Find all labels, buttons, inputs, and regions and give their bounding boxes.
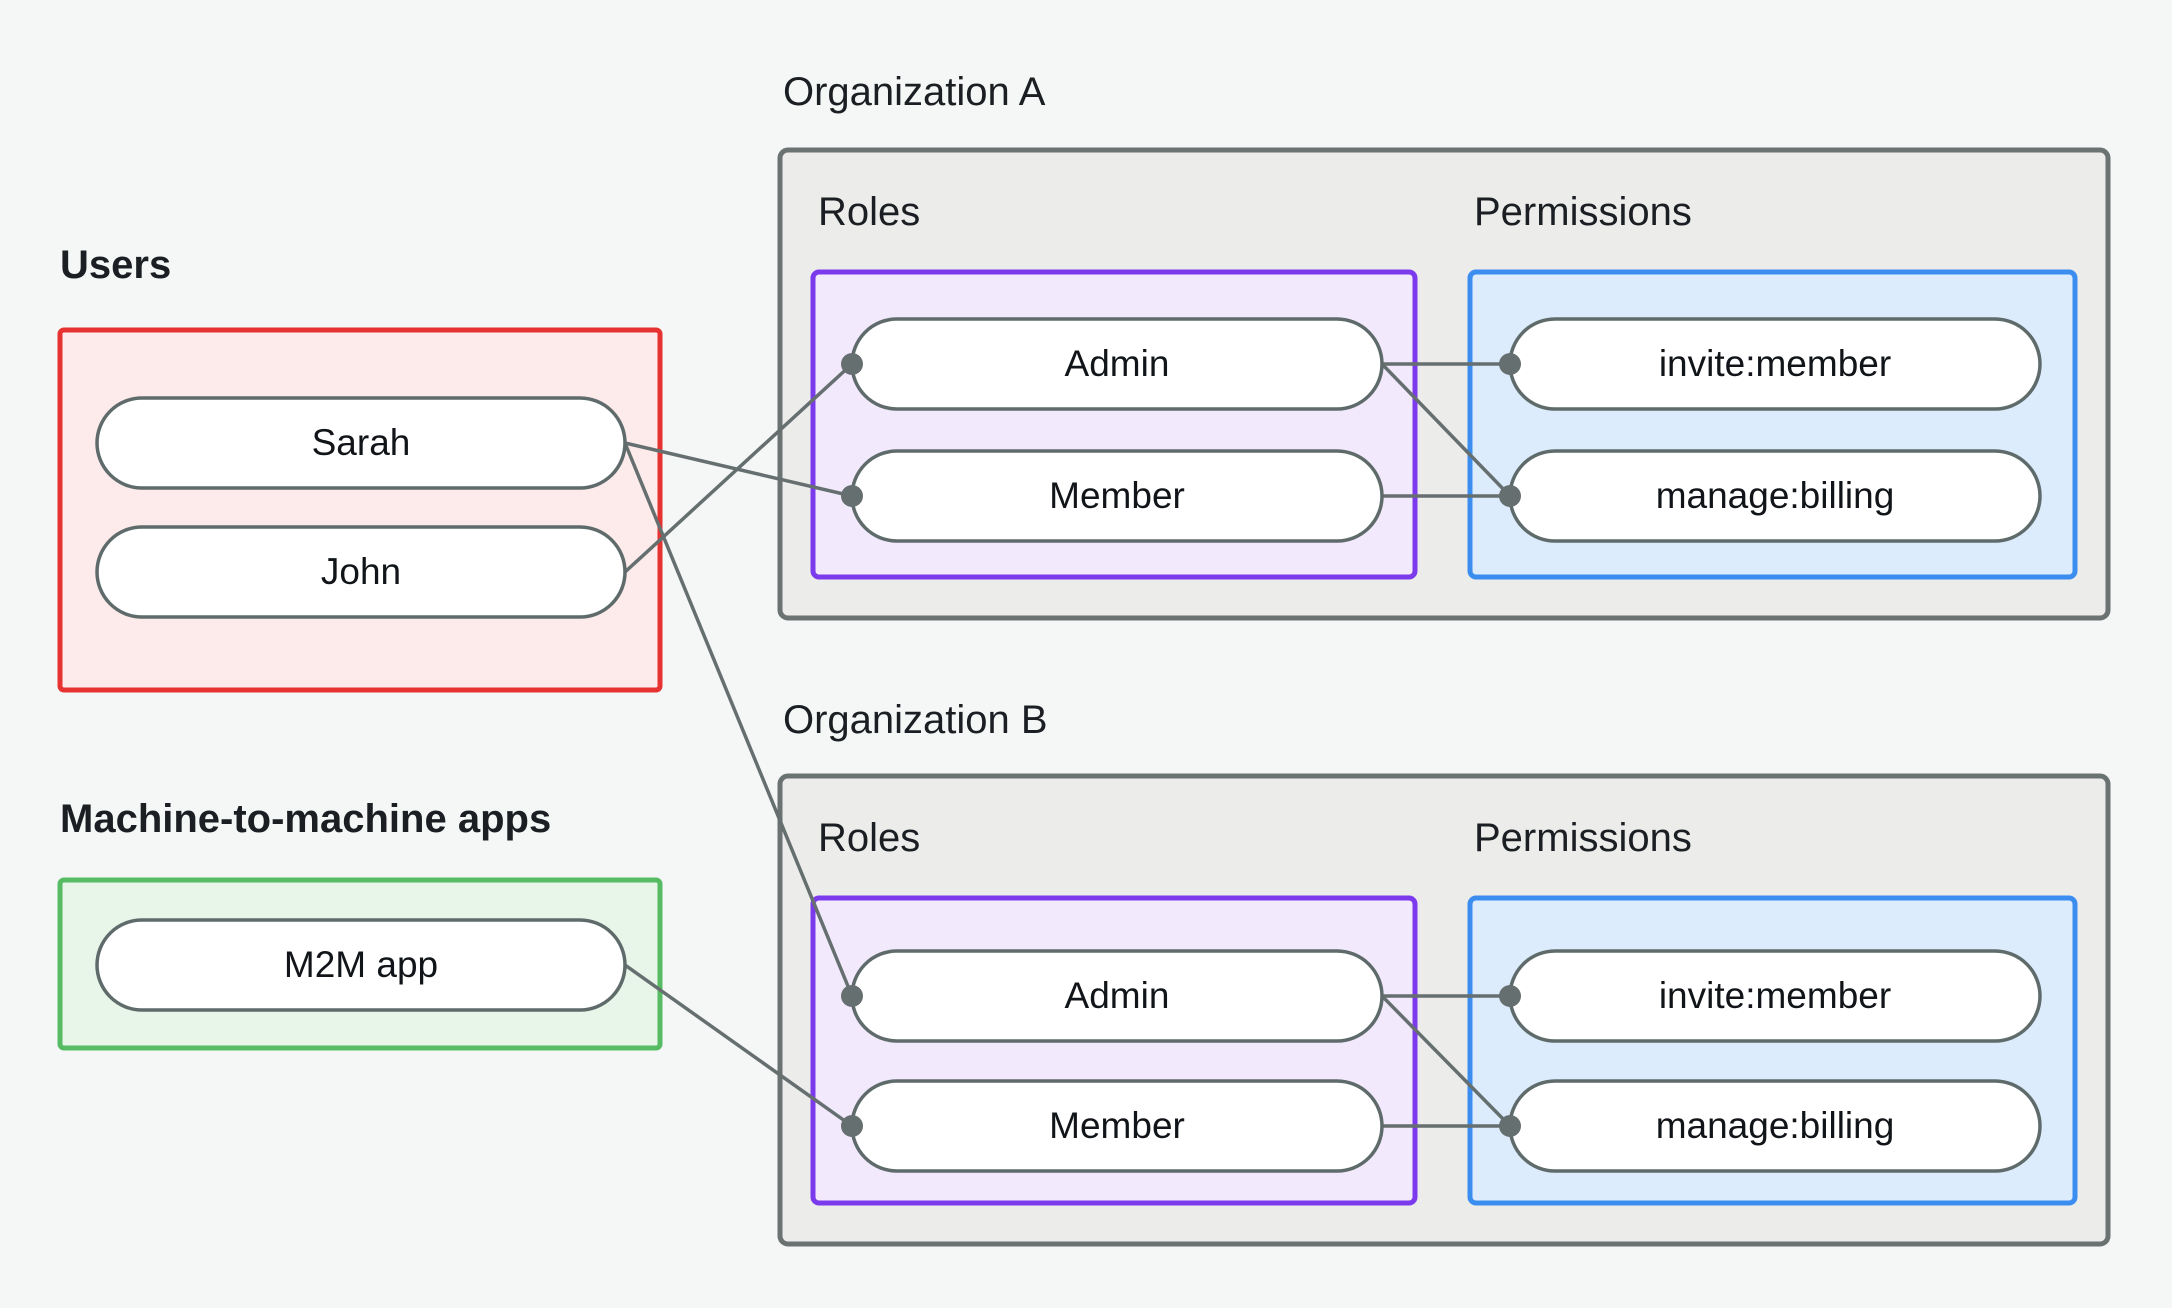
node-org-a-manage-billing-label: manage:billing	[1656, 475, 1895, 516]
endpoint-dot-org-a-admin	[841, 353, 863, 375]
org-a-title: Organization A	[783, 70, 1046, 114]
node-john-label: John	[321, 551, 401, 592]
node-m2m-app-shape[interactable]	[95, 918, 627, 1012]
m2m-title: Machine-to-machine apps	[60, 797, 551, 841]
edge-m2m-to-org-b-member	[623, 963, 854, 1128]
edge-john-to-org-a-admin	[623, 362, 854, 574]
org-b-roles-title: Roles	[818, 816, 920, 860]
connection-endpoints	[841, 353, 1521, 1137]
node-org-a-member[interactable]: Member	[850, 449, 1384, 543]
users-nodes: Sarah John	[95, 396, 627, 619]
node-sarah[interactable]: Sarah	[95, 396, 627, 490]
org-b-permissions-nodes: invite:member manage:billing	[1508, 949, 2042, 1173]
node-sarah-shape[interactable]	[95, 396, 627, 490]
node-org-b-invite-member-label: invite:member	[1659, 975, 1891, 1016]
org-a-permissions-title: Permissions	[1474, 190, 1692, 234]
org-b-permissions-title: Permissions	[1474, 816, 1692, 860]
endpoint-dot-org-a-invite-member	[1499, 353, 1521, 375]
org-b-roles-nodes: Admin Member	[850, 949, 1384, 1173]
connection-edges	[623, 362, 1512, 1128]
users-container	[57, 327, 663, 693]
node-org-b-manage-billing[interactable]: manage:billing	[1508, 1079, 2042, 1173]
endpoint-dot-org-b-member	[841, 1115, 863, 1137]
node-org-b-admin[interactable]: Admin	[850, 949, 1384, 1043]
node-org-b-invite-member[interactable]: invite:member	[1508, 949, 2042, 1043]
node-m2m-app[interactable]: M2M app	[95, 918, 627, 1012]
endpoint-dot-org-a-manage-billing	[1499, 485, 1521, 507]
node-org-a-invite-member-label: invite:member	[1659, 343, 1891, 384]
node-john[interactable]: John	[95, 525, 627, 619]
m2m-nodes: M2M app	[95, 918, 627, 1012]
users-title: Users	[60, 243, 171, 287]
org-a-roles-title: Roles	[818, 190, 920, 234]
node-org-b-admin-label: Admin	[1065, 975, 1170, 1016]
node-john-shape[interactable]	[95, 525, 627, 619]
edge-org-b-admin-to-manage-billing	[1380, 994, 1512, 1128]
node-org-a-admin[interactable]: Admin	[850, 317, 1384, 411]
endpoint-dot-org-a-member	[841, 485, 863, 507]
org-a-roles-nodes: Admin Member	[850, 317, 1384, 543]
org-a-permissions-nodes: invite:member manage:billing	[1508, 317, 2042, 543]
node-org-b-member[interactable]: Member	[850, 1079, 1384, 1173]
edge-org-a-admin-to-manage-billing	[1380, 362, 1512, 498]
node-org-a-manage-billing[interactable]: manage:billing	[1508, 449, 2042, 543]
node-m2m-app-label: M2M app	[284, 944, 438, 985]
org-b-title: Organization B	[783, 698, 1048, 742]
node-org-a-admin-label: Admin	[1065, 343, 1170, 384]
node-org-a-member-label: Member	[1049, 475, 1185, 516]
endpoint-dot-org-b-invite-member	[1499, 985, 1521, 1007]
node-org-a-invite-member[interactable]: invite:member	[1508, 317, 2042, 411]
endpoint-dot-org-b-admin	[841, 985, 863, 1007]
node-org-b-member-label: Member	[1049, 1105, 1185, 1146]
node-sarah-label: Sarah	[312, 422, 411, 463]
endpoint-dot-org-b-manage-billing	[1499, 1115, 1521, 1137]
node-org-b-manage-billing-label: manage:billing	[1656, 1105, 1895, 1146]
